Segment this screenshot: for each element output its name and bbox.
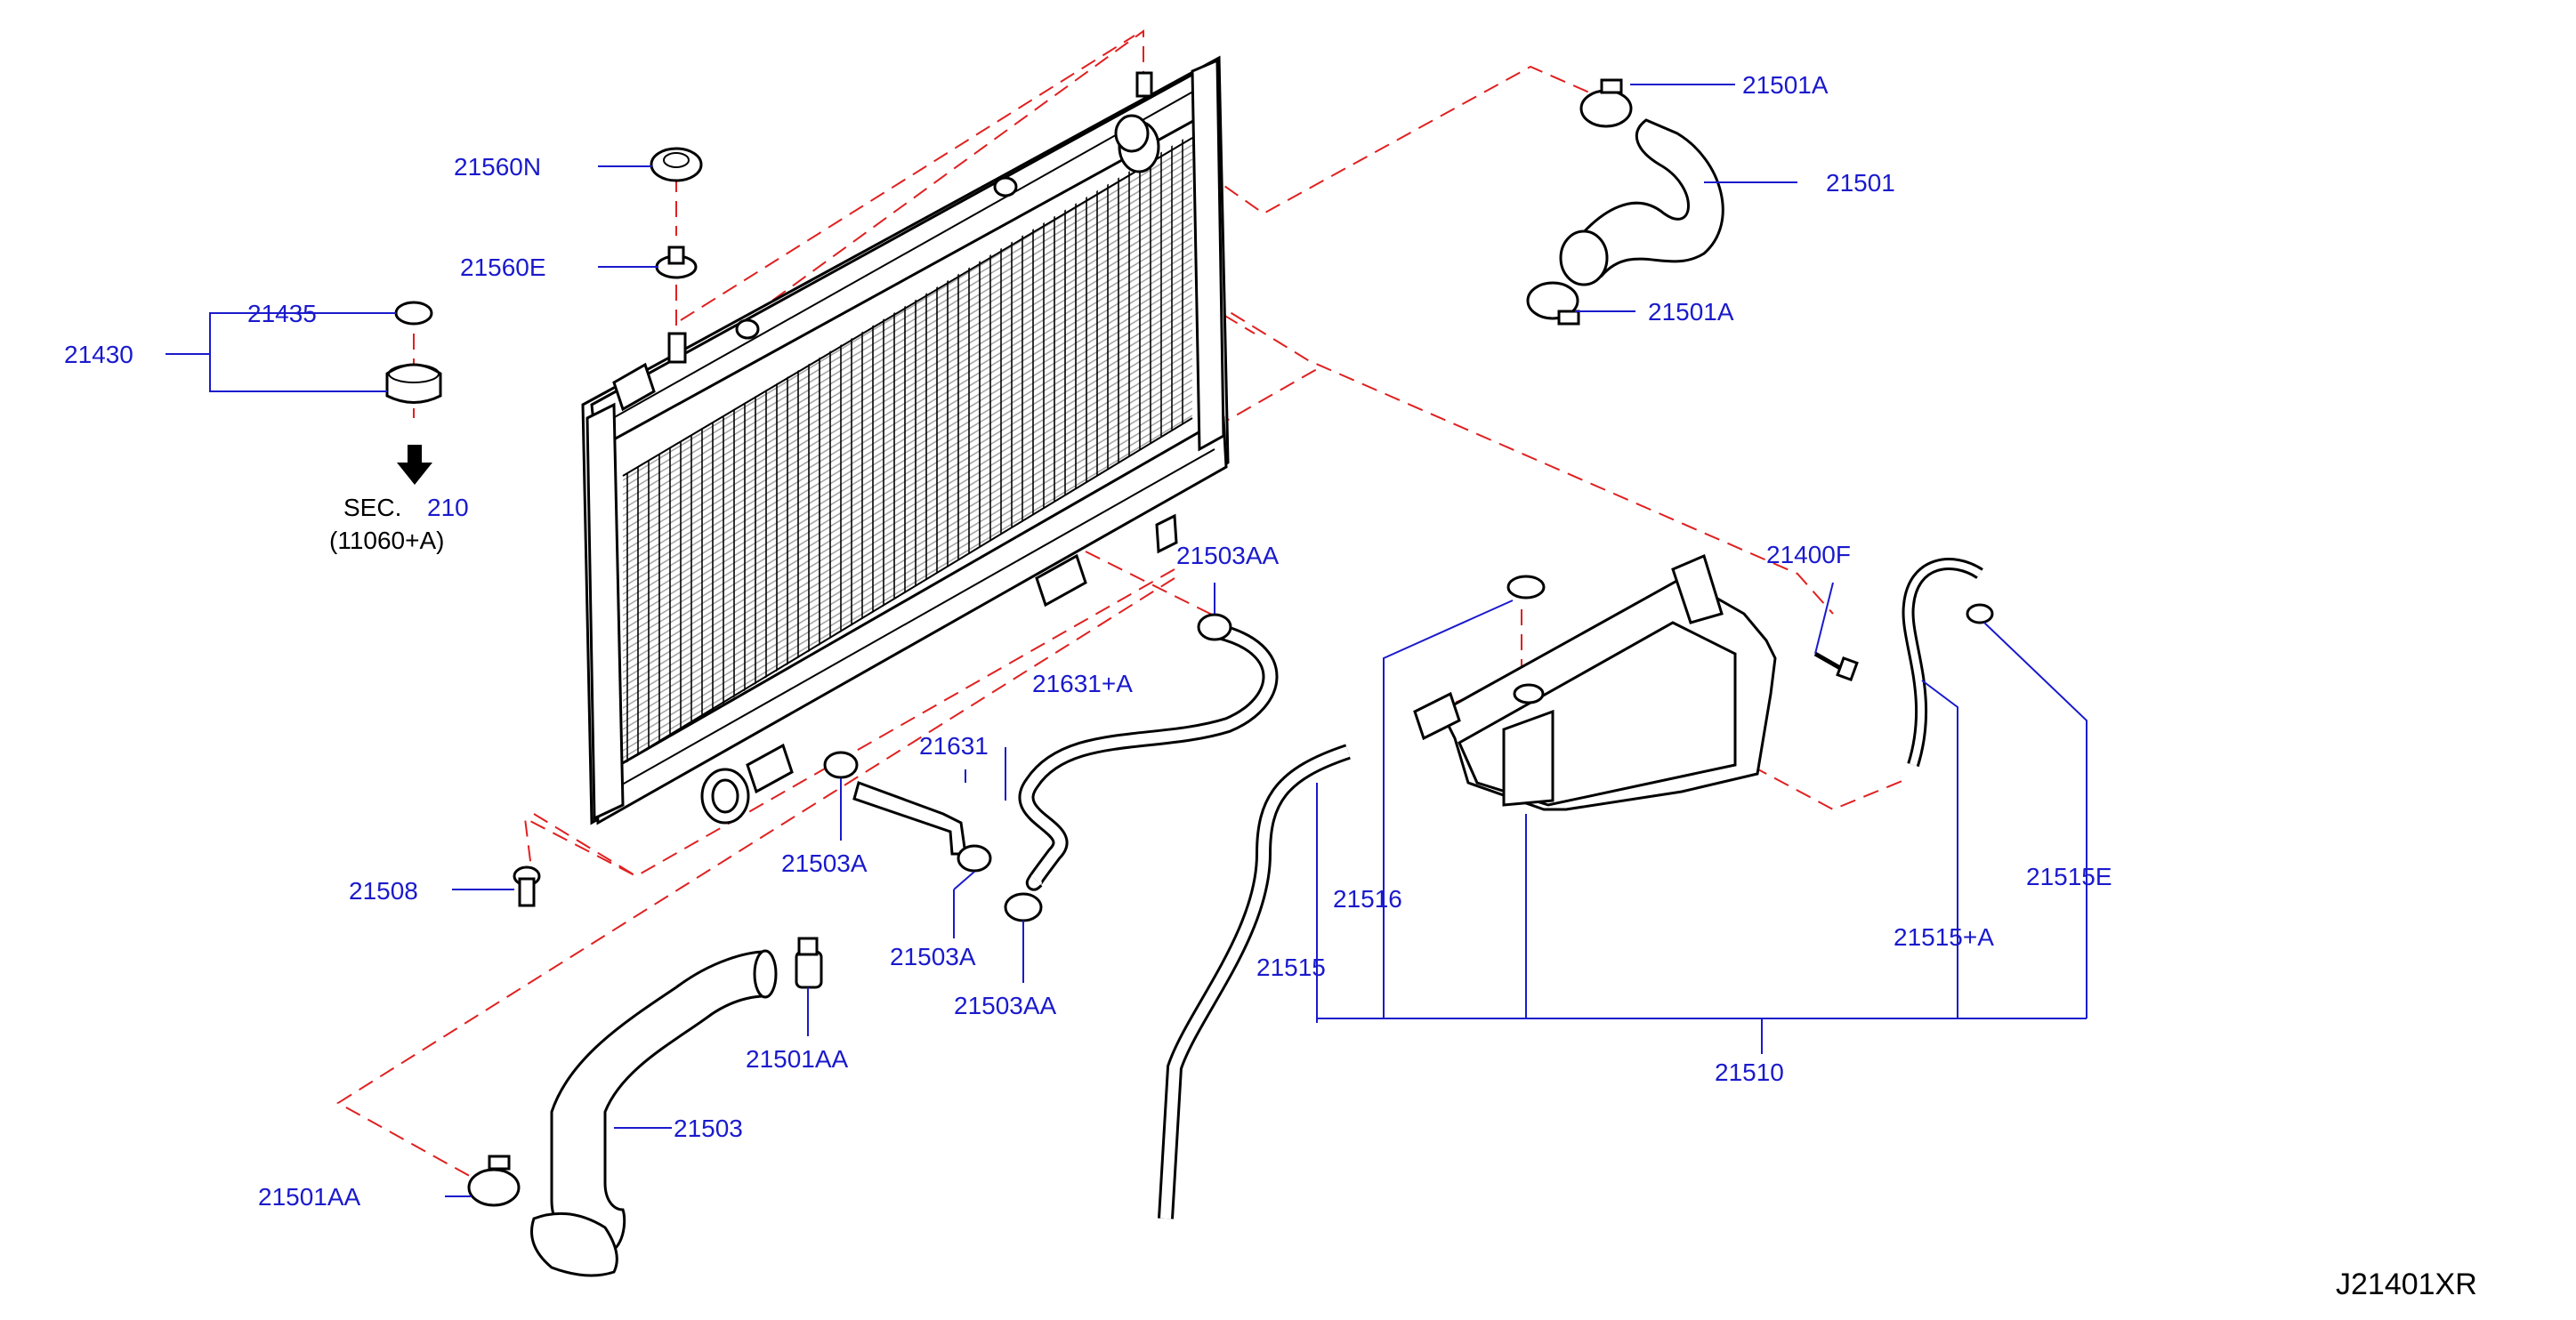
label-21560N: 21560N bbox=[454, 153, 541, 181]
plug-21560E bbox=[655, 245, 698, 279]
lower-hose-21503 bbox=[530, 949, 778, 1277]
label-21631A: 21631+A bbox=[1032, 670, 1133, 697]
overflow-hose-21515 bbox=[1158, 744, 1351, 1219]
label-21503A-mid: 21503A bbox=[890, 943, 976, 970]
plug-21508 bbox=[513, 865, 541, 907]
label-21501AA-bot: 21501AA bbox=[258, 1183, 361, 1211]
label-21503AA-bot: 21503AA bbox=[954, 992, 1057, 1019]
seal-21435 bbox=[394, 301, 433, 326]
bolt-21400F bbox=[1813, 651, 1859, 682]
hose-21631 bbox=[852, 781, 967, 856]
hose-21515A bbox=[1902, 558, 1994, 768]
label-21501: 21501 bbox=[1826, 169, 1895, 197]
leader-lines bbox=[166, 84, 2087, 1197]
label-21501A-mid: 21501A bbox=[1648, 298, 1734, 326]
clamp-21501AA-bot bbox=[467, 1155, 521, 1207]
label-21435: 21435 bbox=[247, 300, 317, 327]
label-sec: SEC. bbox=[343, 494, 401, 521]
label-21503A-left: 21503A bbox=[781, 849, 868, 877]
label-21400F: 21400F bbox=[1766, 541, 1851, 568]
radiator bbox=[581, 55, 1230, 825]
label-21508: 21508 bbox=[349, 877, 418, 905]
cap-21430 bbox=[385, 363, 442, 404]
label-21631: 21631 bbox=[919, 732, 989, 760]
diagram-code: J21401XR bbox=[2336, 1268, 2477, 1301]
label-sec-ref: (11060+A) bbox=[329, 527, 444, 554]
label-21501A-top: 21501A bbox=[1742, 71, 1829, 99]
clamp-21501A-mid bbox=[1526, 281, 1580, 326]
label-21516: 21516 bbox=[1333, 885, 1402, 913]
label-21515A: 21515+A bbox=[1894, 923, 1994, 951]
label-21501AA-mid: 21501AA bbox=[746, 1045, 849, 1073]
arrow-down-icon bbox=[397, 445, 432, 485]
label-21430: 21430 bbox=[64, 341, 133, 368]
label-21560E: 21560E bbox=[460, 254, 546, 281]
part-labels: 21560N 21560E 21435 21430 SEC. 210 (1106… bbox=[64, 71, 2477, 1301]
clamp-21501AA-mid bbox=[795, 937, 823, 989]
label-21503: 21503 bbox=[674, 1115, 743, 1142]
hose-21631A bbox=[1018, 624, 1279, 891]
cap-21560N bbox=[650, 147, 703, 182]
label-21510: 21510 bbox=[1715, 1058, 1784, 1086]
upper-hose-21501 bbox=[1559, 118, 1724, 286]
reservoir-tank-21510 bbox=[1413, 553, 1777, 811]
label-21503AA-top: 21503AA bbox=[1176, 542, 1280, 569]
label-21515: 21515 bbox=[1256, 954, 1326, 981]
label-21515E: 21515E bbox=[2026, 863, 2112, 890]
clamp-21501A-top bbox=[1579, 78, 1633, 128]
label-sec-number[interactable]: 210 bbox=[427, 494, 469, 521]
